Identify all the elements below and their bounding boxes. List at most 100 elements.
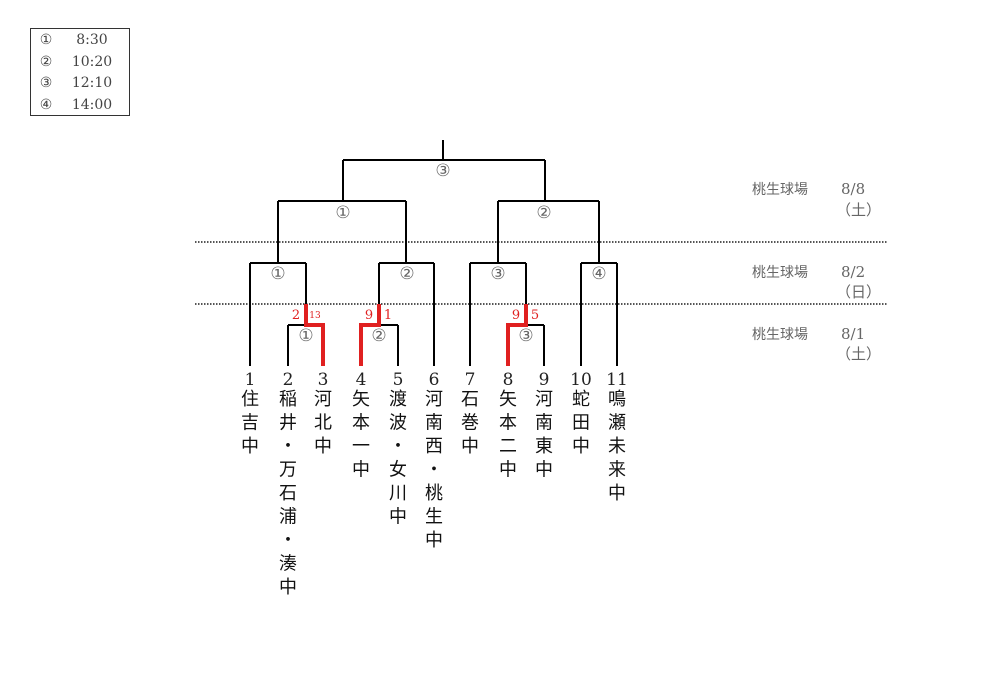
team-name-char: 田: [572, 413, 590, 434]
team-name-char: ・: [279, 436, 297, 457]
team-number: 2: [283, 370, 294, 390]
team-name-char: 石: [279, 483, 297, 504]
game-labels: ③ ① ② ① ② ③ ④ ① ② ③: [270, 161, 606, 346]
qf3-connector: [469, 262, 527, 366]
qf2-connector: [378, 262, 435, 366]
r1-1-loser-line: [287, 324, 306, 366]
weekday-label: （日）: [836, 283, 881, 301]
r1-3-loser-line: [526, 324, 545, 366]
round-info: 桃生球場 8/8 （土） 桃生球場 8/2 （日） 桃生球場 8/1 （土）: [752, 180, 881, 363]
team-name-char: ・: [425, 460, 443, 481]
team-name-char: 中: [241, 436, 259, 457]
team-name-char: 川: [389, 483, 407, 504]
date-label: 8/2: [841, 263, 865, 281]
team-name-char: 矢: [499, 389, 517, 410]
team-name-char: 蛇: [572, 389, 590, 410]
team-number: 7: [465, 370, 476, 390]
final-game-label: ③: [435, 161, 450, 181]
team-name-char: 中: [389, 507, 407, 528]
team-name-char: 一: [352, 436, 370, 457]
score-right: 1: [384, 308, 392, 323]
bracket-lines: [249, 140, 618, 366]
team-name-char: 吉: [241, 413, 259, 434]
team-name-char: 巻: [461, 413, 479, 434]
r1-2-loser-line: [379, 324, 399, 366]
qf-game-label: ②: [399, 264, 414, 284]
score-right: 5: [531, 308, 539, 323]
team-name-char: 中: [608, 483, 626, 504]
team-name-char: 中: [352, 460, 370, 481]
team-name-char: 中: [314, 436, 332, 457]
team-name-char: 本: [499, 413, 517, 434]
team-number: 3: [318, 370, 329, 390]
r1-3-winner-path: [506, 304, 528, 366]
team-name-char: 矢: [352, 389, 370, 410]
team-name-char: 稲: [279, 389, 297, 410]
semifinal-right-connector: [497, 200, 600, 263]
venue-label: 桃生球場: [752, 265, 808, 281]
weekday-label: （土）: [836, 201, 881, 219]
qf1-connector: [249, 262, 307, 366]
team-name-char: 瀬: [608, 413, 626, 434]
team-name-char: 中: [425, 530, 443, 551]
team-number: 4: [356, 370, 367, 390]
score-right: 13: [309, 311, 321, 321]
team-name-char: 河: [314, 389, 332, 410]
r1-game-label: ②: [371, 326, 386, 346]
team-name-char: 中: [279, 577, 297, 598]
team-number: 1: [245, 370, 256, 390]
qf-game-label: ①: [270, 264, 285, 284]
r1-2-winner-path: [359, 304, 381, 366]
team-name-char: 生: [425, 507, 443, 528]
semifinal-game-label: ②: [536, 203, 551, 223]
date-label: 8/1: [841, 325, 865, 343]
team-name-char: 湊: [279, 554, 297, 575]
final-connector: [342, 140, 546, 201]
team-name-char: 女: [389, 460, 407, 481]
team-name-char: 来: [608, 460, 626, 481]
team-name-char: 万: [279, 460, 297, 481]
r1-game-label: ①: [298, 326, 313, 346]
team-name-char: 住: [241, 389, 259, 410]
team-name-char: 西: [425, 436, 443, 457]
team-name-char: 渡: [389, 389, 407, 410]
team-name-char: 中: [461, 436, 479, 457]
score-left: 9: [512, 308, 520, 323]
team-name-char: 中: [572, 436, 590, 457]
team-name-char: 波: [389, 413, 407, 434]
score-left: 2: [292, 308, 300, 323]
semifinal-game-label: ①: [335, 203, 350, 223]
team-number: 6: [429, 370, 440, 390]
team-number: 10: [570, 370, 592, 390]
team-name-char: 河: [535, 389, 553, 410]
team-name-char: 浦: [279, 507, 297, 528]
team-name-char: ・: [279, 530, 297, 551]
team-name-char: 井: [279, 413, 297, 434]
team-name-char: 未: [608, 436, 626, 457]
venue-label: 桃生球場: [752, 327, 808, 343]
qf-game-label: ④: [591, 264, 606, 284]
team-number: 5: [393, 370, 404, 390]
team-name-char: 中: [535, 460, 553, 481]
team-name-char: 北: [314, 413, 332, 434]
qf-game-label: ③: [490, 264, 505, 284]
team-name-char: 南: [535, 413, 553, 434]
team-name-char: 南: [425, 413, 443, 434]
team-number: 9: [539, 370, 550, 390]
venue-label: 桃生球場: [752, 182, 808, 198]
winner-paths: [304, 304, 528, 366]
team-name-char: 東: [535, 436, 553, 457]
r1-game-label: ③: [518, 326, 533, 346]
team-name-char: 桃: [425, 483, 443, 504]
semifinal-left-connector: [277, 200, 407, 263]
scores: 2 13 9 1 9 5: [292, 308, 539, 323]
qf4-connector: [580, 262, 618, 366]
team-name-char: 河: [425, 389, 443, 410]
team-name-char: 二: [499, 436, 517, 457]
